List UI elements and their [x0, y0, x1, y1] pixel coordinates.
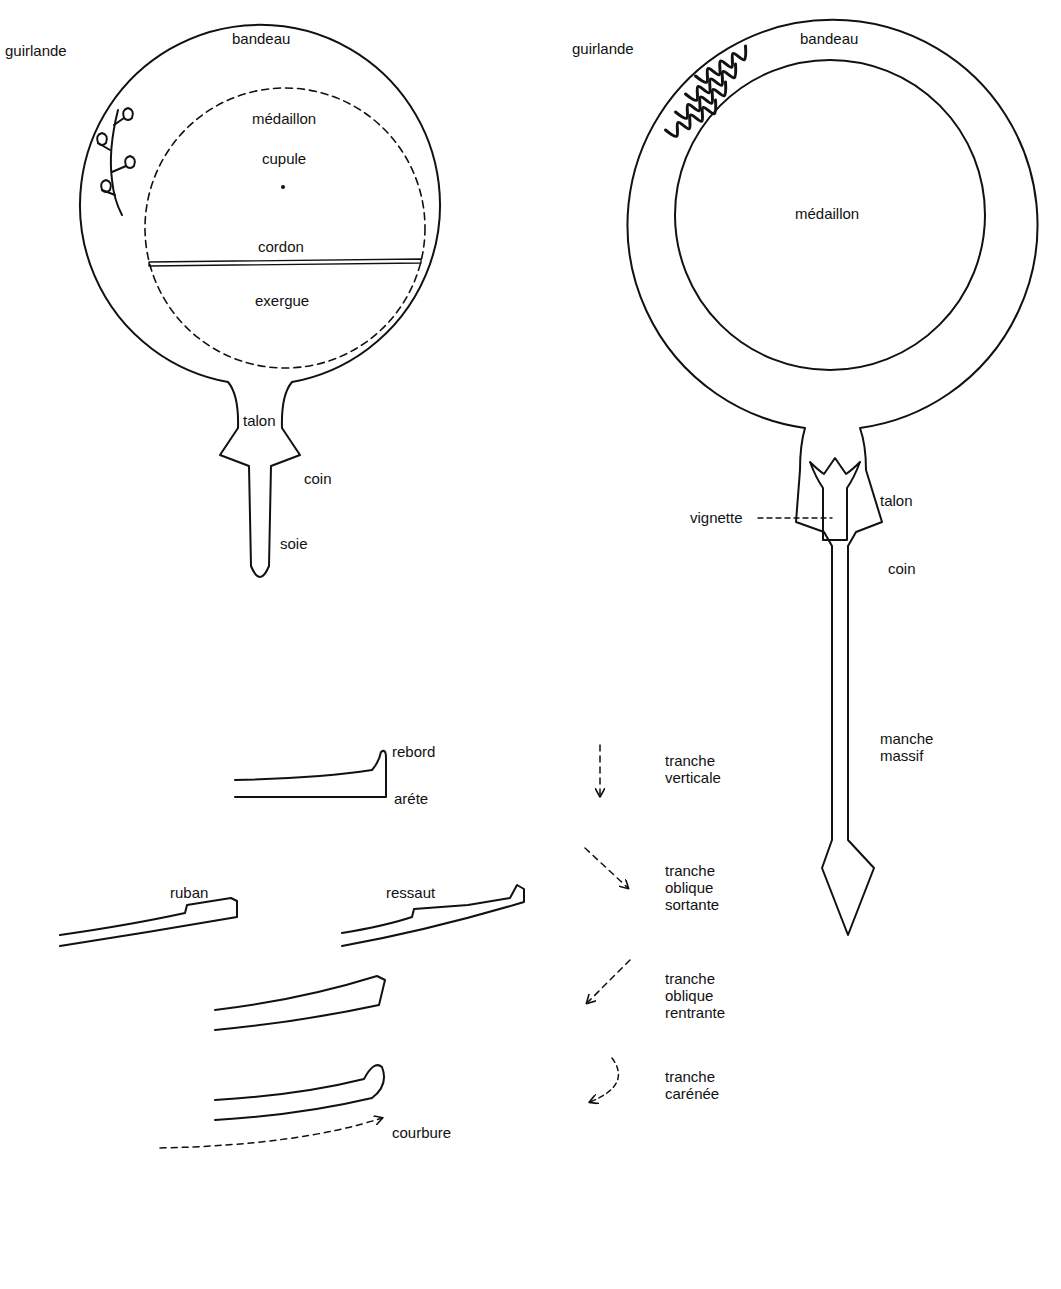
vignette-shape — [810, 458, 860, 540]
medallion-ring — [675, 60, 985, 370]
edge-arrow — [585, 848, 628, 888]
mirror-outline — [80, 25, 440, 577]
part-label: courbure — [392, 1124, 451, 1141]
part-label: tranche oblique rentrante — [665, 970, 755, 1021]
garland-vine — [97, 108, 135, 215]
part-label: tranche verticale — [665, 752, 755, 786]
part-label: bandeau — [232, 30, 290, 47]
part-label: exergue — [255, 292, 309, 309]
part-label: ruban — [170, 884, 208, 901]
part-label: cupule — [262, 150, 306, 167]
profile-ruban — [60, 898, 237, 946]
part-label: rebord — [392, 743, 435, 760]
edge-arrow — [590, 1058, 618, 1102]
profile-rentrante — [215, 976, 385, 1030]
leader-line — [758, 517, 832, 518]
curvature-arrow — [160, 1118, 382, 1148]
edge-arrow — [587, 960, 630, 1003]
part-label: tranche oblique sortante — [665, 862, 755, 913]
mirror-outline — [627, 20, 1037, 935]
part-label: vignette — [690, 509, 743, 526]
part-label: coin — [888, 560, 916, 577]
part-label: ressaut — [386, 884, 435, 901]
part-label: manche massif — [880, 730, 942, 764]
profile-ressaut — [342, 885, 524, 946]
part-label: cordon — [258, 238, 304, 255]
cordon-band — [149, 259, 421, 266]
part-label: coin — [304, 470, 332, 487]
garland-zigzags — [666, 46, 746, 136]
cupule-dot — [281, 185, 285, 189]
part-label: médaillon — [795, 205, 859, 222]
medallion-dashed — [145, 88, 425, 368]
garland-stroke — [696, 46, 746, 82]
part-label: guirlande — [5, 42, 67, 59]
part-label: guirlande — [572, 40, 634, 57]
part-label: soie — [280, 535, 308, 552]
part-label: bandeau — [800, 30, 858, 47]
part-label: aréte — [394, 790, 428, 807]
part-label: tranche carénée — [665, 1068, 755, 1102]
edge-arrow — [599, 745, 601, 796]
profile-rebord — [235, 751, 386, 797]
part-label: talon — [243, 412, 276, 429]
profile-carenee — [215, 1065, 384, 1120]
part-label: talon — [880, 492, 913, 509]
part-label: médaillon — [252, 110, 316, 127]
